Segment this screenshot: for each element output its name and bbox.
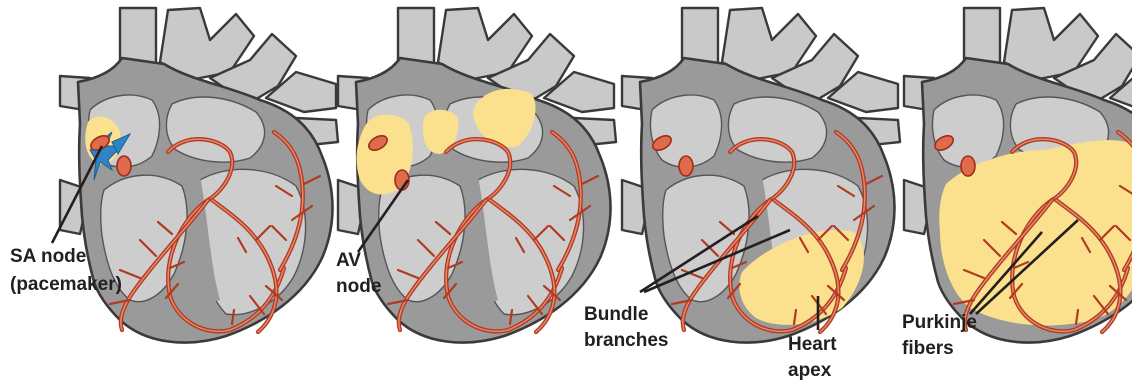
heart-panel-purkinje [904, 8, 1132, 343]
purkinje-fibers-label: Purkinje fibers [902, 312, 982, 359]
heart-apex-label: Heart apex [788, 334, 842, 381]
bundle-branches-label: Bundle branches [584, 304, 668, 351]
heart-panel-bundle [622, 8, 900, 343]
